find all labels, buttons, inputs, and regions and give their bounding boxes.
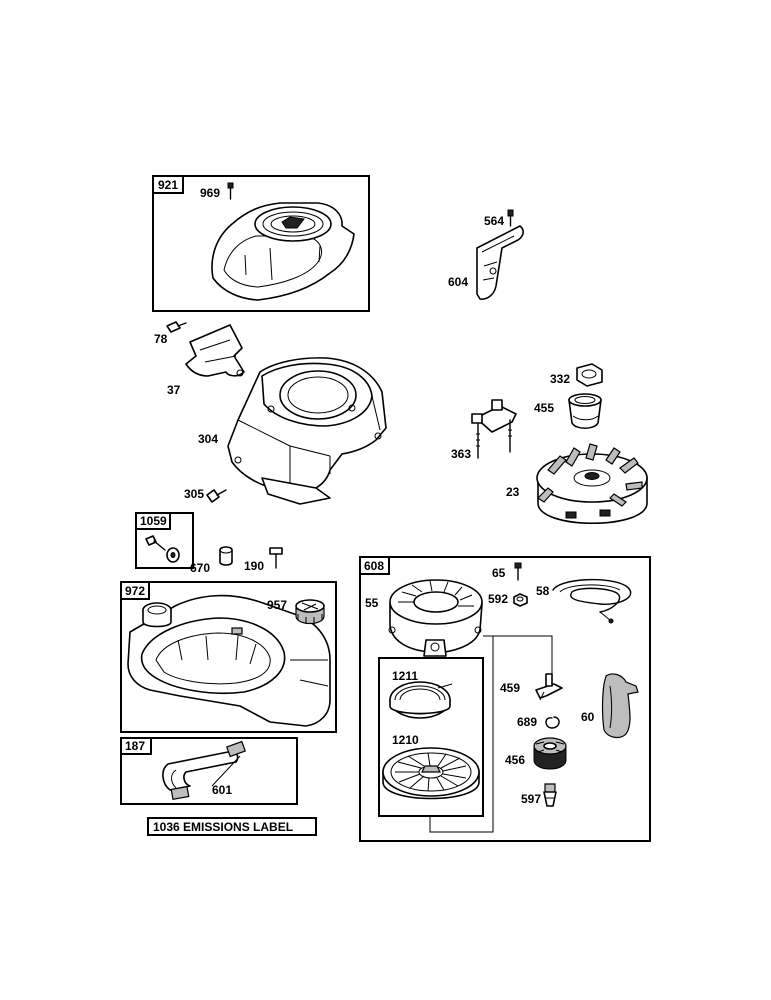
shield-37 <box>185 324 245 377</box>
screw-969 <box>227 182 234 200</box>
part-label-78: 78 <box>154 332 168 346</box>
part-label-37: 37 <box>167 383 181 397</box>
group-972-box <box>120 581 337 733</box>
group-921: 921 969 <box>152 175 370 312</box>
starter-handle-60 <box>601 673 639 739</box>
group-187-box <box>120 737 298 805</box>
part-label-689: 689 <box>517 715 537 729</box>
part-label-60: 60 <box>581 710 595 724</box>
group-187-tag-box <box>120 737 152 755</box>
group-608-tag-box <box>359 556 390 575</box>
part-label-332: 332 <box>550 372 570 386</box>
part-label-363: 363 <box>451 447 471 461</box>
part-label-597: 597 <box>521 792 541 806</box>
emissions-label-box <box>147 817 317 836</box>
screw-78 <box>166 321 187 333</box>
part-label-1210: 1210 <box>392 733 419 747</box>
spacer-670 <box>219 546 233 566</box>
emissions-label: 1036 EMISSIONS LABEL <box>153 820 293 834</box>
cup-455 <box>568 393 602 430</box>
connector-line-top <box>483 635 553 680</box>
screw-65 <box>514 562 522 581</box>
group-1059-tag: 1059 <box>140 514 167 528</box>
screw-564 <box>507 209 514 227</box>
blower-housing-cover <box>211 202 355 301</box>
armature-363 <box>471 399 517 459</box>
nut-592 <box>513 593 528 607</box>
part-label-592: 592 <box>488 592 508 606</box>
part-label-1211: 1211 <box>392 669 418 683</box>
group-1059: 1059 <box>135 512 194 569</box>
fuel-line <box>162 740 246 801</box>
group-608: 608 55 65 592 <box>359 556 651 842</box>
ratchet-456 <box>533 737 567 770</box>
screw-190 <box>269 547 283 569</box>
group-608-box <box>359 556 651 842</box>
air-guide-604 <box>476 225 524 300</box>
starter-housing-55 <box>388 579 483 657</box>
part-label-670: 670 <box>190 561 210 575</box>
nut-332 <box>576 363 603 387</box>
group-921-tag-box <box>152 175 184 194</box>
part-label-459: 459 <box>500 681 520 695</box>
group-972-tag: 972 <box>125 584 145 598</box>
group-921-box <box>152 175 370 312</box>
group-1059-tag-box <box>135 512 171 530</box>
part-label-305: 305 <box>184 487 204 501</box>
rewind-spring-1211 <box>389 681 453 719</box>
part-label-969: 969 <box>200 186 220 200</box>
stud-and-washer <box>145 535 180 563</box>
group-921-tag: 921 <box>158 178 178 192</box>
part-label-601: 601 <box>212 783 232 797</box>
pawl-459 <box>535 673 563 701</box>
fuel-tank <box>127 594 331 727</box>
starter-rope-58 <box>552 578 632 624</box>
screw-305 <box>206 489 227 503</box>
pulley-1210 <box>382 747 480 800</box>
screw-597 <box>543 783 557 807</box>
group-187: 187 601 <box>120 737 298 805</box>
part-label-564: 564 <box>484 214 504 228</box>
part-label-58: 58 <box>536 584 550 598</box>
part-label-456: 456 <box>505 753 525 767</box>
fuel-cap-957 <box>295 599 325 625</box>
group-608-tag: 608 <box>364 559 384 573</box>
part-label-957: 957 <box>267 598 287 612</box>
retainer-clip-689 <box>545 716 560 729</box>
flywheel-23 <box>536 443 648 524</box>
spring-pulley-box <box>378 657 484 817</box>
part-label-455: 455 <box>534 401 554 415</box>
blower-housing-304 <box>227 357 387 505</box>
part-label-604: 604 <box>448 275 468 289</box>
part-label-65: 65 <box>492 566 506 580</box>
group-972: 972 957 <box>120 581 337 733</box>
part-label-304: 304 <box>198 432 218 446</box>
group-187-tag: 187 <box>125 739 145 753</box>
group-972-tag-box <box>120 581 150 600</box>
part-label-23: 23 <box>506 485 520 499</box>
connector-line-bottom <box>429 636 494 833</box>
part-label-190: 190 <box>244 559 264 573</box>
part-label-55: 55 <box>365 596 379 610</box>
